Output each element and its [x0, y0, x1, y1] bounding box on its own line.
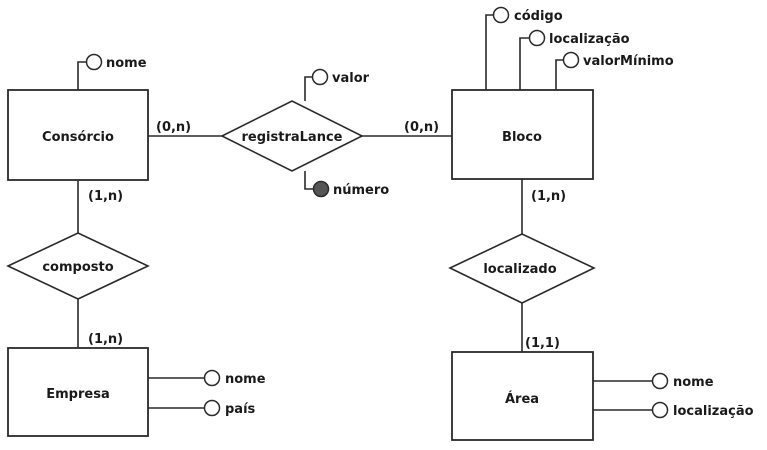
line-bloco-codigo: [485, 14, 494, 90]
entity-empresa: Empresa: [7, 347, 149, 437]
attribute-bloco-valorminimo: valorMínimo: [583, 54, 674, 69]
attribute-lance-valor-icon: [311, 68, 329, 86]
attribute-bloco-valorminimo-icon: [562, 51, 580, 69]
relationship-composto: composto: [6, 232, 150, 300]
relationship-composto-label: composto: [42, 260, 113, 275]
attribute-empresa-pais: país: [225, 402, 256, 417]
connector-lines: [77, 14, 653, 411]
line-bloco-localizacao: [519, 37, 529, 90]
entity-consorcio-box: [7, 89, 149, 181]
attribute-labels: nome valor número código localização val…: [106, 9, 754, 419]
entity-consorcio-label: Consórcio: [42, 130, 114, 145]
attribute-bloco-localizacao: localização: [549, 32, 630, 47]
cardinality-consorcio-lance: (0,n): [156, 120, 191, 135]
attribute-area-localizacao: localização: [673, 404, 754, 419]
relationship-localizado: localizado: [448, 233, 596, 304]
entity-bloco-label: Bloco: [502, 130, 542, 145]
attribute-empresa-nome-icon: [203, 369, 221, 387]
cardinality-bloco-lance: (0,n): [404, 120, 439, 135]
entity-empresa-box: [7, 347, 149, 437]
cardinality-labels: (0,n) (0,n) (1,n) (1,n) (1,n) (1,1): [88, 120, 566, 351]
attribute-lance-valor: valor: [332, 71, 370, 86]
attribute-empresa-nome: nome: [225, 372, 266, 387]
entity-bloco: Bloco: [451, 89, 594, 180]
entity-area-box: [451, 351, 594, 441]
attribute-bloco-localizacao-icon: [528, 29, 546, 47]
attribute-lance-numero: número: [333, 183, 389, 198]
relationship-registralance-diamond: [220, 100, 364, 172]
entity-area: Área: [451, 351, 594, 441]
attribute-area-nome: nome: [673, 375, 714, 390]
identifier-lance-numero-icon: [312, 180, 330, 198]
cardinality-area-localizado: (1,1): [525, 336, 560, 351]
attribute-consorcio-nome-icon: [85, 53, 103, 71]
line-registralance-valor: [304, 76, 312, 101]
attribute-bloco-codigo: código: [514, 9, 563, 24]
cardinality-bloco-localizado: (1,n): [531, 189, 566, 204]
entity-empresa-label: Empresa: [46, 387, 109, 402]
relationship-composto-diamond: [6, 232, 150, 300]
attribute-consorcio-nome: nome: [106, 56, 147, 71]
entity-area-label: Área: [505, 391, 539, 407]
attribute-empresa-pais-icon: [203, 399, 221, 417]
relationship-localizado-label: localizado: [483, 262, 556, 277]
cardinality-empresa-composto: (1,n): [88, 332, 123, 347]
line-registralance-numero: [304, 171, 314, 190]
relationship-registralance-label: registraLance: [242, 130, 343, 145]
relationship-localizado-diamond: [448, 233, 596, 304]
entity-bloco-box: [451, 89, 594, 180]
relationship-registralance: registraLance: [220, 100, 364, 172]
line-consorcio-nome: [77, 61, 86, 90]
attribute-circles: [85, 6, 669, 419]
line-bloco-valorminimo: [555, 59, 563, 90]
attribute-area-nome-icon: [651, 372, 669, 390]
entity-consorcio: Consórcio: [7, 89, 149, 181]
attribute-bloco-codigo-icon: [492, 6, 510, 24]
attribute-area-localizacao-icon: [651, 401, 669, 419]
cardinality-consorcio-composto: (1,n): [88, 189, 123, 204]
